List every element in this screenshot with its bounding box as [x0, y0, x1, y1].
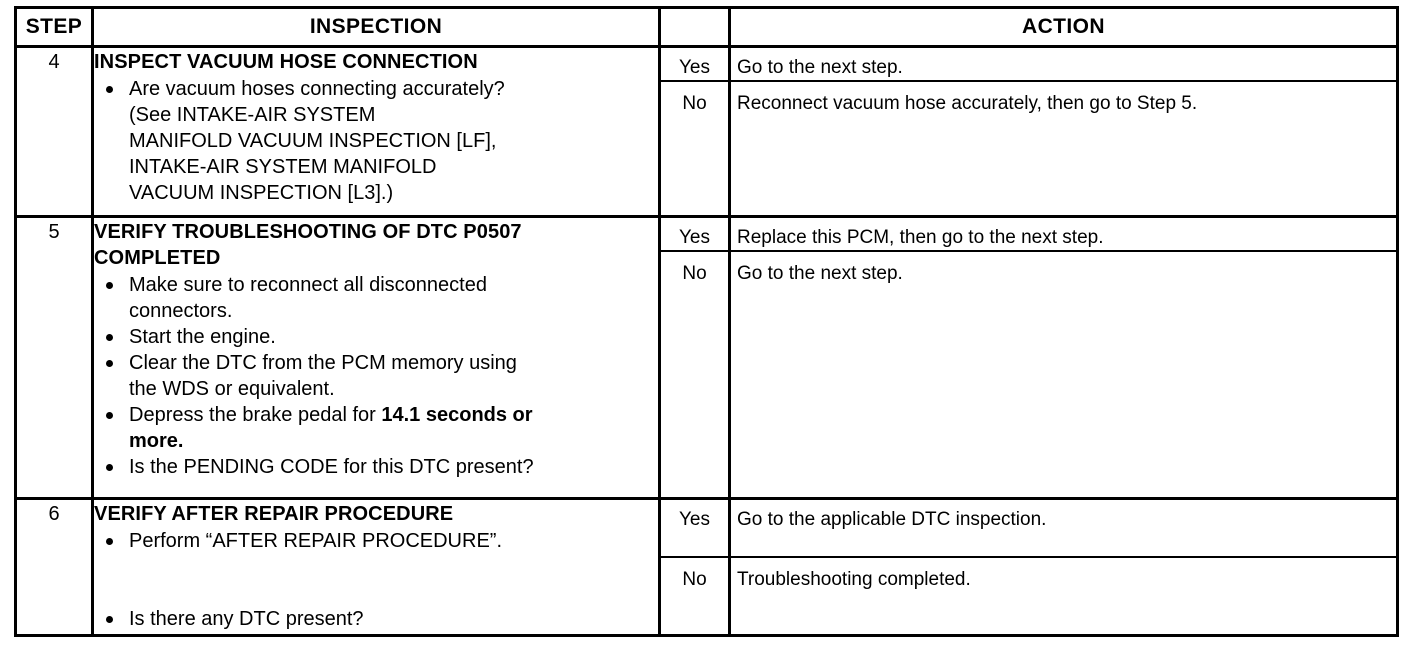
list-item: Make sure to reconnect all disconnected … [94, 272, 650, 324]
row-divider-step5-step6 [17, 497, 1396, 500]
action-no-step4: Reconnect vacuum hose accurately, then g… [737, 93, 1198, 114]
action-no-step5: Go to the next step. [737, 263, 903, 284]
list-item: Is there any DTC present? [94, 606, 650, 632]
inspection-bullets-step6: Perform “AFTER REPAIR PROCEDURE”. Is the… [94, 528, 650, 632]
bullet-continuation: (See INTAKE-AIR SYSTEM [129, 104, 376, 126]
bullet-text: Clear the DTC from the PCM memory using [129, 352, 517, 374]
yesno-divider-step5 [658, 250, 1396, 252]
list-item: Perform “AFTER REPAIR PROCEDURE”. [94, 528, 650, 554]
bullet-continuation: connectors. [129, 300, 233, 322]
bullet-continuation: the WDS or equivalent. [129, 378, 335, 400]
bullet-text-emphasis: 14.1 seconds or [381, 404, 533, 426]
inspection-cell-step4: INSPECT VACUUM HOSE CONNECTION Are vacuu… [94, 49, 654, 206]
column-divider-inspection [658, 9, 661, 634]
bullet-text: Are vacuum hoses connecting accurately? [129, 78, 505, 100]
inspection-title-step5: VERIFY TROUBLESHOOTING OF DTC P0507 COMP… [94, 221, 522, 269]
action-yes-step4: Go to the next step. [737, 57, 903, 78]
column-header-step: STEP [25, 15, 83, 38]
answer-label-yes-step4: Yes [679, 57, 710, 78]
list-item: Are vacuum hoses connecting accurately? … [94, 76, 650, 206]
yesno-divider-step4 [658, 80, 1396, 82]
action-yes-step6: Go to the applicable DTC inspection. [737, 509, 1047, 530]
header-bottom-rule [17, 45, 1396, 48]
bullet-text: Is there any DTC present? [129, 608, 364, 630]
bullet-continuation-emphasis: more. [129, 430, 184, 452]
bullet-text: Depress the brake pedal for [129, 404, 382, 426]
bullet-spacer [94, 554, 650, 606]
step-number-6: 6 [48, 503, 60, 525]
action-yes-step5: Replace this PCM, then go to the next st… [737, 227, 1104, 248]
column-divider-step [91, 9, 94, 634]
bullet-text: Make sure to reconnect all disconnected [129, 274, 487, 296]
list-item: Clear the DTC from the PCM memory using … [94, 350, 650, 402]
column-divider-action-header [728, 9, 731, 45]
bullet-continuation: MANIFOLD VACUUM INSPECTION [LF], [129, 130, 497, 152]
bullet-text: Perform “AFTER REPAIR PROCEDURE”. [129, 530, 502, 552]
row-divider-step4-step5 [17, 215, 1396, 218]
bullet-continuation: VACUUM INSPECTION [L3].) [129, 182, 394, 204]
column-divider-yesno [728, 45, 731, 634]
bullet-text: Start the engine. [129, 326, 276, 348]
inspection-bullets-step5: Make sure to reconnect all disconnected … [94, 272, 650, 480]
bullet-text: Is the PENDING CODE for this DTC present… [129, 456, 534, 478]
answer-label-no-step6: No [682, 569, 707, 590]
inspection-cell-step5: VERIFY TROUBLESHOOTING OF DTC P0507 COMP… [94, 219, 654, 480]
answer-label-yes-step5: Yes [679, 227, 710, 248]
list-item: Is the PENDING CODE for this DTC present… [94, 454, 650, 480]
troubleshooting-table: STEP INSPECTION ACTION 4 INSPECT VACUUM … [14, 6, 1399, 637]
step-number-5: 5 [48, 221, 60, 243]
inspection-title-step4: INSPECT VACUUM HOSE CONNECTION [94, 51, 478, 73]
inspection-title-step6: VERIFY AFTER REPAIR PROCEDURE [94, 503, 454, 525]
list-item: Start the engine. [94, 324, 650, 350]
step-number-4: 4 [48, 51, 60, 73]
answer-label-no-step5: No [682, 263, 707, 284]
inspection-bullets-step4: Are vacuum hoses connecting accurately? … [94, 76, 650, 206]
bullet-continuation: INTAKE-AIR SYSTEM MANIFOLD [129, 156, 437, 178]
column-header-inspection: INSPECTION [309, 15, 443, 38]
list-item: Depress the brake pedal for 14.1 seconds… [94, 402, 650, 454]
column-header-action: ACTION [1022, 15, 1105, 38]
yesno-divider-step6 [658, 556, 1396, 558]
inspection-cell-step6: VERIFY AFTER REPAIR PROCEDURE Perform “A… [94, 501, 654, 632]
action-no-step6: Troubleshooting completed. [737, 569, 971, 590]
answer-label-no-step4: No [682, 93, 707, 114]
answer-label-yes-step6: Yes [679, 509, 710, 530]
